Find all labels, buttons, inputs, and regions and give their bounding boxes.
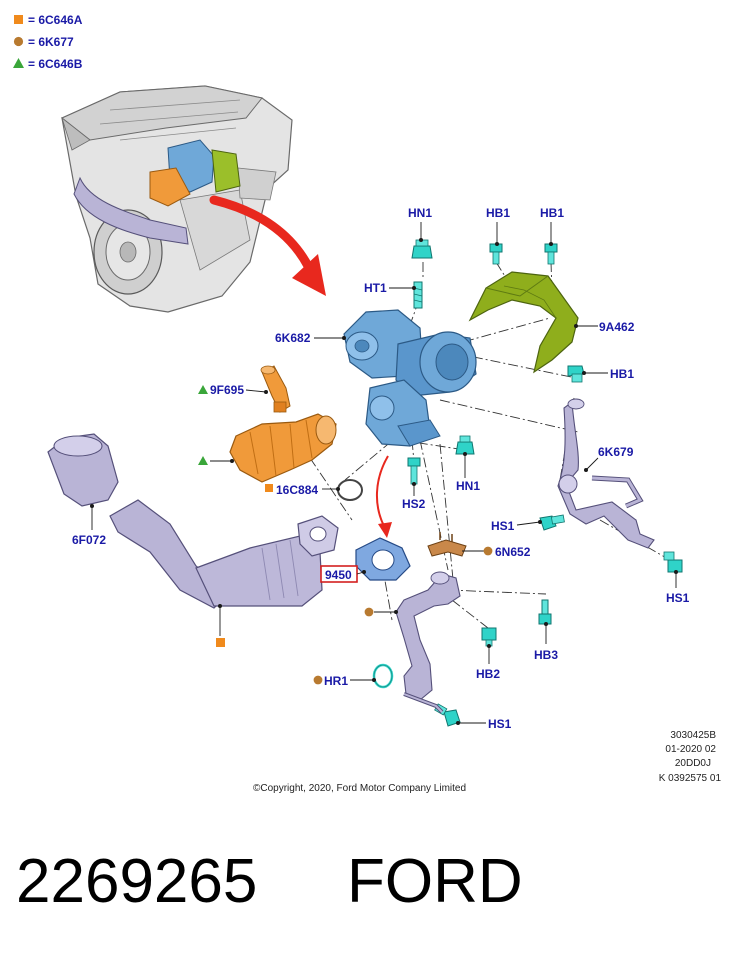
label-ht1: HT1 [364, 281, 387, 295]
pipe-connector-9f695 [260, 365, 291, 413]
fastener-bolt-hs1-mid [539, 514, 565, 531]
gasket-16c884 [337, 479, 363, 501]
fastener-nut-hn1-top [411, 239, 433, 259]
label-hn1-mid: HN1 [456, 479, 480, 493]
fastener-bolt-hs1-right [663, 551, 683, 573]
brand-caption: FORD [347, 847, 523, 916]
ref-line-3: 20DD0J [675, 758, 711, 769]
label-hb1-right: HB1 [610, 367, 634, 381]
marker-circle-6n652 [483, 546, 493, 556]
fastener-bolt-hb1-right [567, 365, 585, 383]
gasket-9450 [355, 537, 411, 581]
marker-triangle-intake [198, 456, 208, 465]
heat-shield-9a462 [468, 271, 579, 374]
turbocharger-6k682 [343, 309, 477, 447]
bracket-6n652 [427, 532, 467, 557]
part-number-caption: 2269265 [16, 847, 257, 916]
legend: = 6C646A = 6K677 = 6C646B [13, 13, 83, 71]
marker-square-exhaust [216, 638, 225, 647]
exhaust-downpipe-6f072 [47, 433, 339, 609]
label-6k679: 6K679 [598, 445, 634, 459]
label-hr1: HR1 [324, 674, 348, 688]
legend-label-6k677: = 6K677 [28, 35, 74, 49]
label-hs1-bottom: HS1 [488, 717, 512, 731]
label-hb1-b: HB1 [540, 206, 564, 220]
legend-square-marker [14, 15, 23, 24]
legend-circle-marker [13, 36, 24, 47]
label-hs1-right: HS1 [666, 591, 690, 605]
legend-label-6c646a: = 6C646A [28, 13, 83, 27]
fastener-bolt-hb1-a [489, 243, 503, 265]
label-9a462: 9A462 [599, 320, 635, 334]
legend-triangle-marker [13, 58, 24, 68]
label-6n652: 6N652 [495, 545, 531, 559]
fastener-bolt-hb2 [481, 627, 497, 647]
legend-label-6c646b: = 6C646B [28, 57, 83, 71]
engine-overview-illustration [61, 85, 293, 313]
label-hs2: HS2 [402, 497, 426, 511]
ref-line-1: 3030425B [670, 730, 716, 741]
fastener-bolt-hb1-b [544, 243, 558, 265]
red-indicator-arrow [375, 455, 392, 538]
callout-labels: HN1 HB1 HB1 HT1 6K682 9A462 HB1 9F695 6K… [72, 206, 690, 731]
copyright-notice: ©Copyright, 2020, Ford Motor Company Lim… [253, 783, 466, 794]
marker-circle-hr1 [313, 675, 323, 685]
label-hb2: HB2 [476, 667, 500, 681]
label-6f072: 6F072 [72, 533, 106, 547]
label-9450: 9450 [325, 568, 352, 582]
fastener-stud-ht1 [413, 281, 423, 309]
marker-circle-coolant [364, 607, 374, 617]
fastener-nut-hn1-mid [455, 435, 475, 455]
ref-line-4: K 0392575 01 [659, 773, 722, 784]
seal-ring-hr1 [372, 663, 394, 689]
oil-pipe-6k679 [557, 398, 655, 549]
label-9f695: 9F695 [210, 383, 244, 397]
coolant-pipe-assembly [395, 571, 461, 714]
fastener-bolt-hb3 [538, 599, 552, 625]
label-hn1-top: HN1 [408, 206, 432, 220]
label-hb3: HB3 [534, 648, 558, 662]
drawing-reference: 3030425B 01-2020 02 20DD0J K 0392575 01 [659, 730, 722, 784]
label-16c884: 16C884 [276, 483, 318, 497]
label-6k682: 6K682 [275, 331, 311, 345]
fastener-stud-hs2 [407, 457, 421, 485]
label-hs1-mid: HS1 [491, 519, 515, 533]
red-pointer-arrow [209, 195, 326, 296]
label-hb1-a: HB1 [486, 206, 510, 220]
intake-tube-orange [229, 413, 337, 483]
ref-line-2: 01-2020 02 [665, 744, 716, 755]
